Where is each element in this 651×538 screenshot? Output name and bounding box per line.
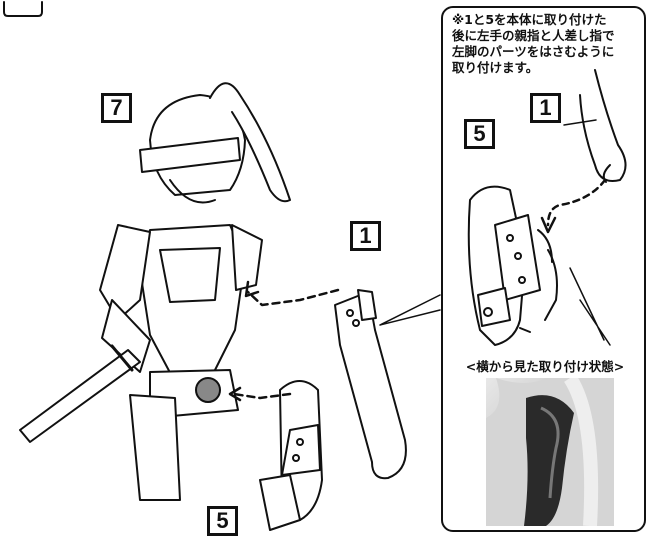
hip-joint xyxy=(195,377,221,403)
hand-callout xyxy=(579,69,627,182)
leg-left xyxy=(129,394,181,501)
side-view-photo xyxy=(486,378,614,526)
callout-label-leg: 5 xyxy=(464,119,495,149)
step-box-fragment xyxy=(3,1,43,17)
sword xyxy=(19,349,141,443)
arm-part xyxy=(334,291,407,480)
shoulder-right xyxy=(231,224,263,291)
assembly-note: ※1と5を本体に取り付けた 後に左手の親指と人差し指で 左脚のパーツをはさむよう… xyxy=(452,12,615,75)
part-label-head: 7 xyxy=(101,93,132,123)
part-label-leg: 5 xyxy=(207,506,238,536)
part-label-arm: 1 xyxy=(350,221,381,251)
side-view-caption: <横から見た取り付け状態> xyxy=(465,359,625,374)
ponytail xyxy=(209,82,291,203)
callout-panel xyxy=(441,6,646,532)
visor xyxy=(139,137,241,173)
shoulder-left xyxy=(99,224,151,321)
callout-label-arm: 1 xyxy=(530,93,561,123)
